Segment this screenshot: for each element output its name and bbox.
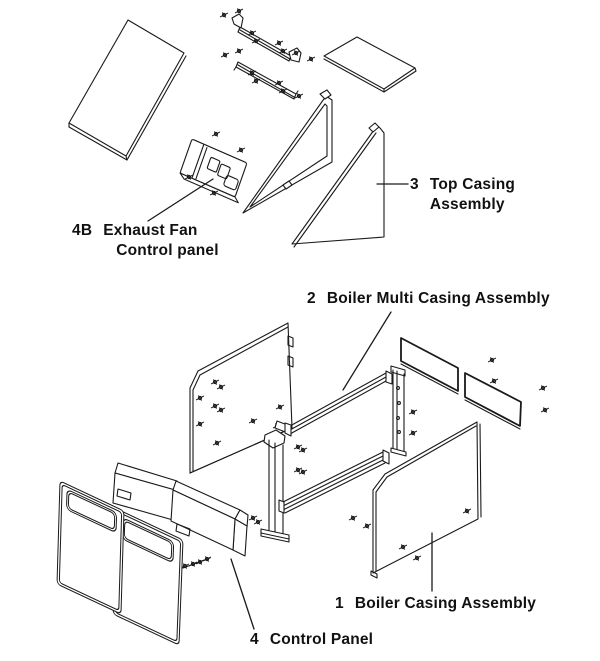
label-text: Control panel — [116, 242, 219, 259]
label-text: Assembly — [429, 196, 505, 213]
label-text: Top Casing — [429, 176, 516, 193]
front-door-left — [56, 481, 125, 614]
lower-crossrail — [278, 444, 390, 514]
top-cover-panel — [68, 19, 187, 161]
side-frame-panel — [242, 89, 333, 214]
leader-lines — [147, 178, 433, 630]
right-channel-post — [390, 365, 418, 457]
label-text: Boiler Casing Assembly — [354, 595, 537, 612]
upper-crossrail — [274, 370, 393, 437]
part-number-2: 2 — [307, 290, 316, 307]
part-number-1: 1 — [335, 595, 344, 612]
leader-exhaust-fan — [147, 178, 214, 222]
back-panel-left — [400, 337, 459, 395]
back-panel-right — [464, 372, 522, 430]
label-top-casing-assembly: 3 Top Casing Assembly — [410, 175, 515, 215]
label-text: Exhaust Fan — [103, 222, 198, 239]
leader-control-panel — [230, 558, 255, 630]
label-boiler-casing-assembly: 1 Boiler Casing Assembly — [335, 594, 536, 614]
side-solid-panel — [291, 122, 385, 248]
part-number-3: 3 — [410, 176, 419, 193]
mounting-bracket-upper — [231, 13, 302, 63]
right-side-panel — [348, 421, 482, 579]
front-door-right — [112, 509, 184, 645]
label-control-panel: 4 Control Panel — [250, 630, 373, 650]
part-number-4: 4 — [250, 631, 259, 648]
left-side-panel — [189, 322, 294, 474]
top-small-panel — [323, 36, 417, 93]
label-text: Control Panel — [269, 631, 374, 648]
control-box-right — [170, 480, 249, 557]
panel-fastener-screws — [180, 556, 212, 569]
exhaust-fan-control-panel-part — [179, 131, 248, 204]
label-text: Boiler Multi Casing Assembly — [326, 290, 550, 307]
corner-post — [248, 429, 290, 543]
mounting-bracket-lower — [233, 61, 299, 100]
leader-multi-casing — [342, 311, 392, 391]
part-number-4b: 4B — [72, 222, 93, 239]
label-exhaust-fan-control-panel: 4B Exhaust Fan Control panel — [72, 221, 219, 261]
label-boiler-multi-casing-assembly: 2 Boiler Multi Casing Assembly — [307, 289, 550, 309]
